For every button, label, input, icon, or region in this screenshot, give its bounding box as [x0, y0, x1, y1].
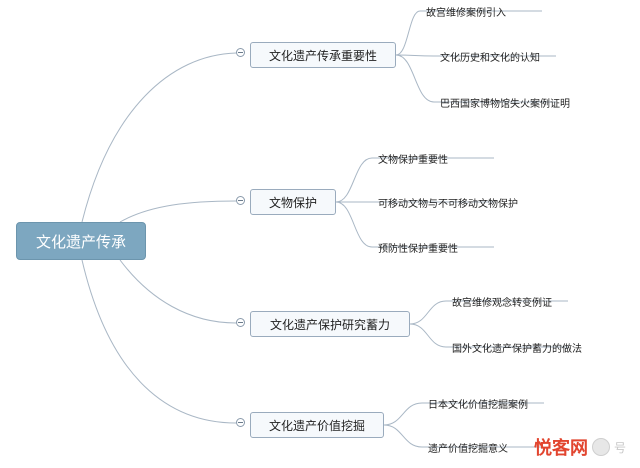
connector-line: [409, 323, 568, 348]
connector-line: [383, 424, 544, 448]
connector-line: [383, 402, 544, 426]
branch-node[interactable]: 文化遗产传承重要性: [250, 42, 396, 68]
collapse-toggle-icon[interactable]: [236, 318, 245, 327]
leaf-node[interactable]: 预防性保护重要性: [378, 244, 458, 255]
leaf-node[interactable]: 遗产价值挖掘意义: [428, 444, 508, 455]
leaf-node[interactable]: 故宫维修观念转变例证: [452, 298, 552, 309]
leaf-node[interactable]: 可移动文物与不可移动文物保护: [378, 199, 518, 210]
branch-node[interactable]: 文化遗产保护研究蓄力: [250, 311, 410, 337]
collapse-toggle-icon[interactable]: [236, 48, 245, 57]
connector-line: [335, 201, 494, 248]
connector-line: [409, 300, 568, 325]
leaf-node[interactable]: 日本文化价值挖掘案例: [428, 400, 528, 411]
watermark: 悦客网 号: [534, 434, 626, 460]
connector-line: [81, 259, 237, 424]
watermark-logo: 悦客网: [533, 438, 588, 459]
watermark-badge-icon: [591, 438, 610, 456]
collapse-toggle-icon[interactable]: [236, 196, 245, 205]
watermark-text: 号: [613, 440, 626, 455]
leaf-node[interactable]: 文物保护重要性: [378, 155, 448, 166]
leaf-node[interactable]: 国外文化遗产保护蓄力的做法: [452, 344, 582, 355]
leaf-node[interactable]: 文化历史和文化的认知: [440, 53, 540, 64]
collapse-toggle-icon[interactable]: [236, 418, 245, 427]
connector-line: [395, 54, 556, 57]
connector-line: [395, 10, 542, 56]
branch-node[interactable]: 文化遗产价值挖掘: [250, 412, 384, 438]
connector-line: [119, 259, 237, 324]
connector-line: [395, 54, 556, 103]
branch-node[interactable]: 文物保护: [250, 189, 336, 215]
leaf-node[interactable]: 故宫维修案例引入: [426, 8, 506, 19]
leaf-node[interactable]: 巴西国家博物馆失火案例证明: [440, 99, 570, 110]
root-node[interactable]: 文化遗产传承: [16, 222, 146, 260]
connector-line: [119, 200, 237, 223]
connector-line: [81, 52, 237, 223]
connector-line: [335, 157, 494, 203]
